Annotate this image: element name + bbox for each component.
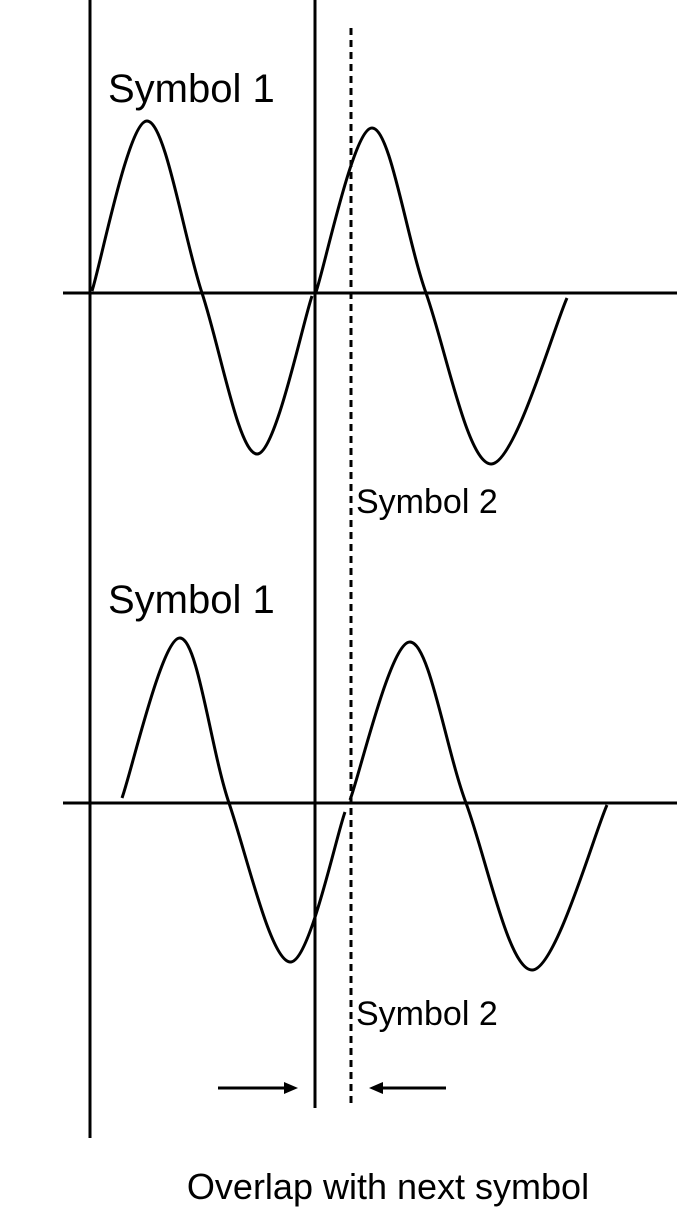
top-symbol2-label: Symbol 2 (356, 483, 498, 521)
bottom-symbol2-label: Symbol 2 (356, 995, 498, 1033)
overlap-caption: Overlap with next symbol (187, 1166, 589, 1207)
bottom-symbol1-wave (120, 636, 347, 964)
overlap-arrow-right (218, 1082, 298, 1094)
top-symbol2-wave (314, 126, 569, 466)
bottom-symbol1-label: Symbol 1 (108, 578, 275, 622)
bottom-symbol2-wave (348, 640, 609, 972)
top-symbol1-wave (90, 119, 314, 456)
top-symbol1-label: Symbol 1 (108, 67, 275, 111)
overlap-arrow-left (369, 1082, 446, 1094)
